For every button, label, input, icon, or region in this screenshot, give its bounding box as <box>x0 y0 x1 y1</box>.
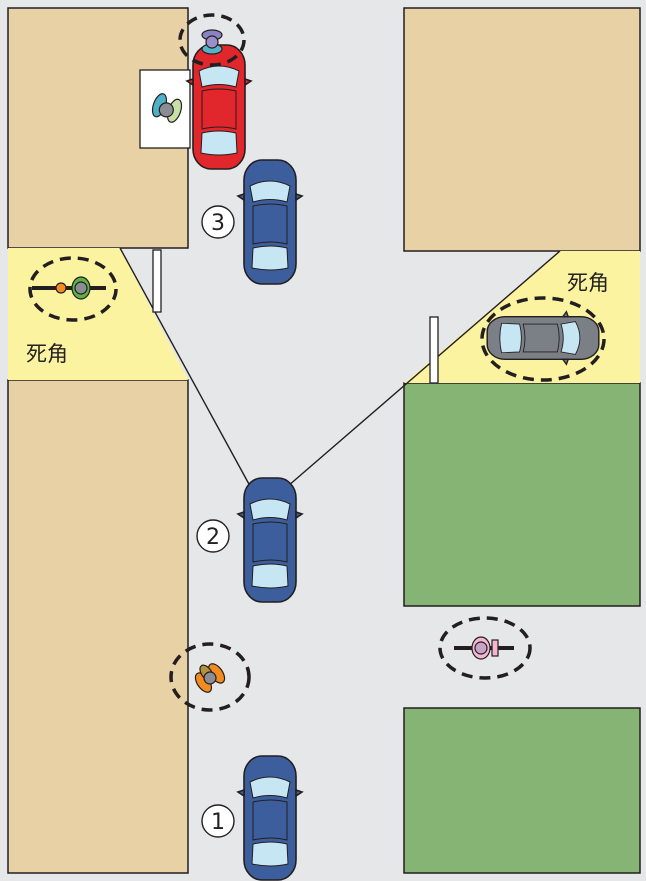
position-number-1: 1 <box>211 810 225 835</box>
blind-spot-label-right: 死角 <box>567 271 609 295</box>
car-position-3 <box>237 159 303 285</box>
cyclist-green-icon <box>32 276 106 300</box>
lawn-right-bottom <box>403 707 641 874</box>
highlight-ring-orange-pedestrian <box>169 642 251 712</box>
building-top-right <box>403 7 641 252</box>
position-number-3: 3 <box>211 211 225 236</box>
blind-spot-label-left: 死角 <box>26 342 68 366</box>
highlight-ring-gray-car <box>480 296 606 382</box>
highlight-ring-pink-cyclist <box>438 616 532 680</box>
pedestrian-purple-icon <box>201 29 223 55</box>
lawn-right-middle <box>403 382 641 607</box>
position-marker-2: 2 <box>196 519 230 553</box>
highlight-ring-purple-pedestrian <box>178 13 246 67</box>
cyclist-pink-icon <box>454 636 514 660</box>
car-position-1 <box>237 755 303 881</box>
pedestrian-orange-icon <box>194 663 226 693</box>
blind-spot-zone-left <box>8 248 188 380</box>
wall-post-left <box>152 249 162 313</box>
position-number-2: 2 <box>206 525 220 550</box>
sight-line-left <box>119 247 251 487</box>
highlight-ring-green-cyclist <box>28 256 118 322</box>
parked-gray-car <box>486 311 600 365</box>
car-position-2 <box>237 477 303 603</box>
sight-line-right <box>287 250 561 487</box>
position-marker-1: 1 <box>201 804 235 838</box>
position-marker-3: 3 <box>201 205 235 239</box>
building-bottom-left <box>7 379 189 874</box>
pedestrian-green-icon <box>151 93 183 123</box>
wall-post-right <box>429 316 439 384</box>
